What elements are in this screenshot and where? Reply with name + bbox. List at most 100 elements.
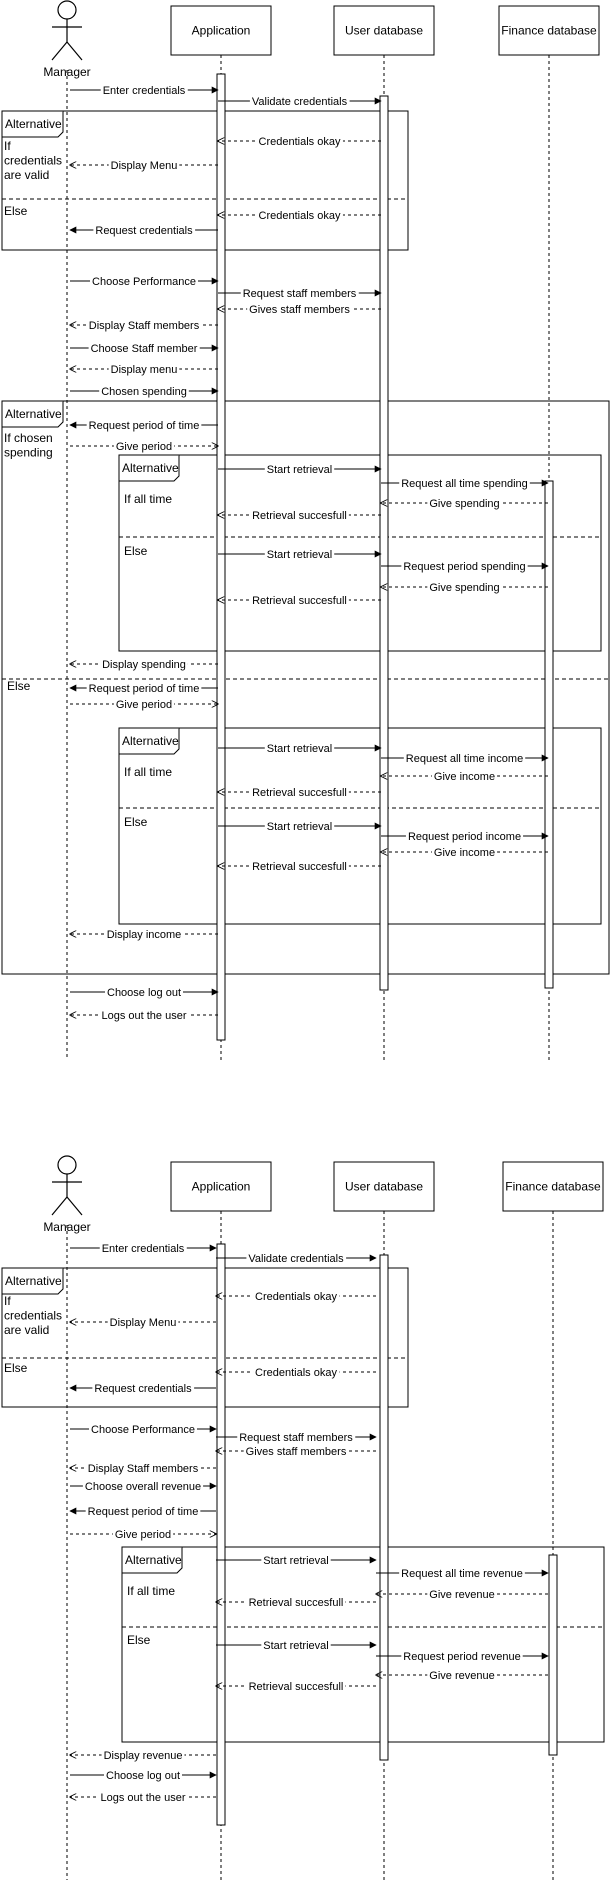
message-label-bg — [250, 510, 349, 522]
message-label-bg — [85, 1506, 201, 1518]
message-arrow: Credentials okay — [218, 136, 381, 148]
message-label: Start retrieval — [263, 1555, 328, 1567]
activation-bar-fdb — [544, 480, 554, 989]
actor-left-leg — [51, 1196, 68, 1216]
message-label-bg — [98, 1792, 188, 1804]
message-label: Retrieval succesfull — [249, 1681, 344, 1693]
message-label-bg — [256, 136, 343, 148]
participant-box — [333, 1161, 435, 1212]
message-label: Give revenue — [429, 1589, 494, 1601]
message-arrow: Retrieval succesfull — [216, 1597, 376, 1609]
alt-frame-border — [118, 454, 602, 652]
message-label-bg — [99, 1243, 187, 1255]
actor-label: Manager — [43, 65, 90, 79]
participant-box — [170, 1161, 272, 1212]
participant-label: Finance database — [505, 1180, 601, 1194]
message-label: Choose Performance — [92, 276, 196, 288]
message-label-bg — [431, 771, 498, 783]
message-label: Logs out the user — [101, 1010, 186, 1022]
message-label: Display revenue — [104, 1750, 183, 1762]
message-label-bg — [108, 364, 180, 376]
message-label-bg — [399, 478, 530, 490]
message-arrow: Logs out the user — [70, 1010, 218, 1022]
message-arrow: Give revenue — [376, 1670, 548, 1682]
activation-bar-udb — [379, 95, 389, 991]
activation-bar-app — [216, 73, 226, 1041]
message-label: Display spending — [102, 659, 186, 671]
actor-label: Manager — [43, 1220, 90, 1234]
participant-app: Application — [170, 5, 272, 56]
message-label: Retrieval succesfull — [252, 510, 347, 522]
message-arrow: Request credentials — [69, 225, 218, 237]
message-label: Display income — [107, 929, 182, 941]
alt-frame-tag-box — [2, 111, 64, 138]
message-label: Give revenue — [429, 1670, 494, 1682]
message-label: Give income — [434, 847, 495, 859]
alt-frame-tag-box — [119, 455, 180, 482]
message-label-bg — [85, 1463, 201, 1475]
message-arrow: Credentials okay — [216, 1367, 376, 1379]
message-arrow: Credentials okay — [218, 210, 381, 222]
message-arrow: Give period — [70, 1529, 216, 1541]
message-label: Credentials okay — [255, 1291, 337, 1303]
message-label-bg — [246, 1253, 347, 1265]
alt-frame-condition: If all time — [124, 492, 172, 506]
message-label: Display Staff members — [88, 1463, 199, 1475]
alt-frame-tag-box — [119, 728, 180, 755]
message-label-bg — [264, 821, 335, 833]
message-arrow: Retrieval succesfull — [216, 1681, 376, 1693]
participant-label: Finance database — [501, 24, 597, 38]
message-label-bg — [237, 1432, 356, 1444]
message-label: Request staff members — [239, 1432, 353, 1444]
message-label-bg — [427, 1670, 497, 1682]
alt-frame-tag: Alternative — [122, 734, 179, 748]
message-label: Enter credentials — [102, 1243, 185, 1255]
message-label: Choose overall revenue — [85, 1481, 201, 1493]
message-arrow: Give period — [70, 699, 218, 711]
message-label: Give income — [434, 771, 495, 783]
message-arrow: Request period of time — [69, 683, 218, 695]
message-label: Request period income — [408, 831, 521, 843]
alt-frame-condition: Else — [7, 679, 31, 693]
message-label: Start retrieval — [267, 464, 332, 476]
message-arrow: Request all time income — [381, 753, 549, 765]
message-arrow: Request period income — [381, 831, 549, 843]
message-label: Request all time spending — [401, 478, 528, 490]
message-label: Request credentials — [94, 1383, 192, 1395]
message-label: Credentials okay — [259, 136, 341, 148]
message-label-bg — [427, 1589, 497, 1601]
message-arrow: Gives staff members — [218, 304, 381, 316]
message-arrow: Give spending — [381, 498, 548, 510]
message-label-bg — [93, 225, 196, 237]
message-label-bg — [403, 753, 526, 765]
message-label-bg — [401, 1651, 523, 1663]
message-label: Display menu — [111, 364, 178, 376]
alt-frame-tag-box — [2, 1268, 64, 1295]
message-label-bg — [256, 210, 343, 222]
message-label-bg — [240, 288, 359, 300]
participant-fdb: Finance database — [502, 1161, 604, 1212]
participant-fdb: Finance database — [498, 5, 600, 56]
alt-frame-border — [1, 110, 409, 251]
participant-box — [333, 5, 435, 56]
message-arrow: Start retrieval — [216, 1555, 377, 1567]
sequence-diagram-1: Manager Application User database Finance d… — [1, 0, 610, 1060]
message-label-bg — [246, 1597, 346, 1609]
actor-right-leg — [66, 1196, 83, 1216]
message-arrow: Display Staff members — [70, 320, 218, 332]
message-label-bg — [105, 987, 183, 999]
message-label: Request staff members — [243, 288, 357, 300]
participant-udb: User database — [333, 5, 435, 56]
message-label-bg — [399, 1568, 525, 1580]
message-arrow: Retrieval succesfull — [218, 595, 381, 607]
message-arrow: Choose log out — [70, 1770, 217, 1782]
participant-box — [502, 1161, 604, 1212]
message-label-bg — [104, 929, 184, 941]
message-label-bg — [401, 561, 528, 573]
message-label-bg — [108, 160, 180, 172]
